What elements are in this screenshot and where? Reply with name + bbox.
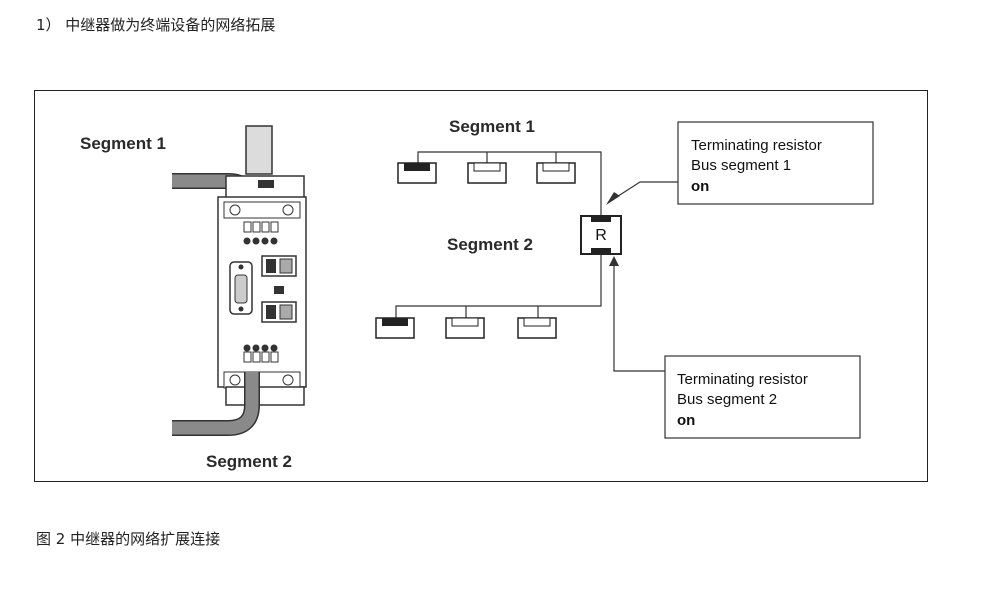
- repeater-device: [172, 125, 307, 436]
- callout2-line3: on: [677, 412, 695, 429]
- segment2-stations: [375, 317, 557, 339]
- segment1-bus: [417, 151, 602, 216]
- callout1-line1: Terminating resistor: [691, 137, 822, 154]
- callout2-box: [609, 256, 861, 439]
- left-segment2-label: Segment 2: [206, 452, 292, 471]
- left-segment1-label: Segment 1: [80, 134, 166, 153]
- callout1-box: [606, 121, 874, 205]
- callout1-line3: on: [691, 178, 709, 195]
- repeater-letter: R: [595, 227, 607, 244]
- section-heading: 1） 中继器做为终端设备的网络拓展: [36, 16, 276, 34]
- callout2-line1: Terminating resistor: [677, 371, 808, 388]
- figure-caption: 图 2 中继器的网络扩展连接: [36, 530, 221, 548]
- figure-frame: [34, 90, 928, 482]
- arrow-icon: [609, 256, 619, 266]
- right-segment2-label: Segment 2: [447, 235, 533, 254]
- callout1-line2: Bus segment 1: [691, 157, 791, 174]
- arrow-icon: [606, 192, 620, 205]
- callout2-line2: Bus segment 2: [677, 391, 777, 408]
- right-segment1-label: Segment 1: [449, 117, 535, 136]
- repeater-symbol: [580, 215, 622, 255]
- segment1-stations: [397, 162, 576, 184]
- segment2-bus: [395, 254, 602, 318]
